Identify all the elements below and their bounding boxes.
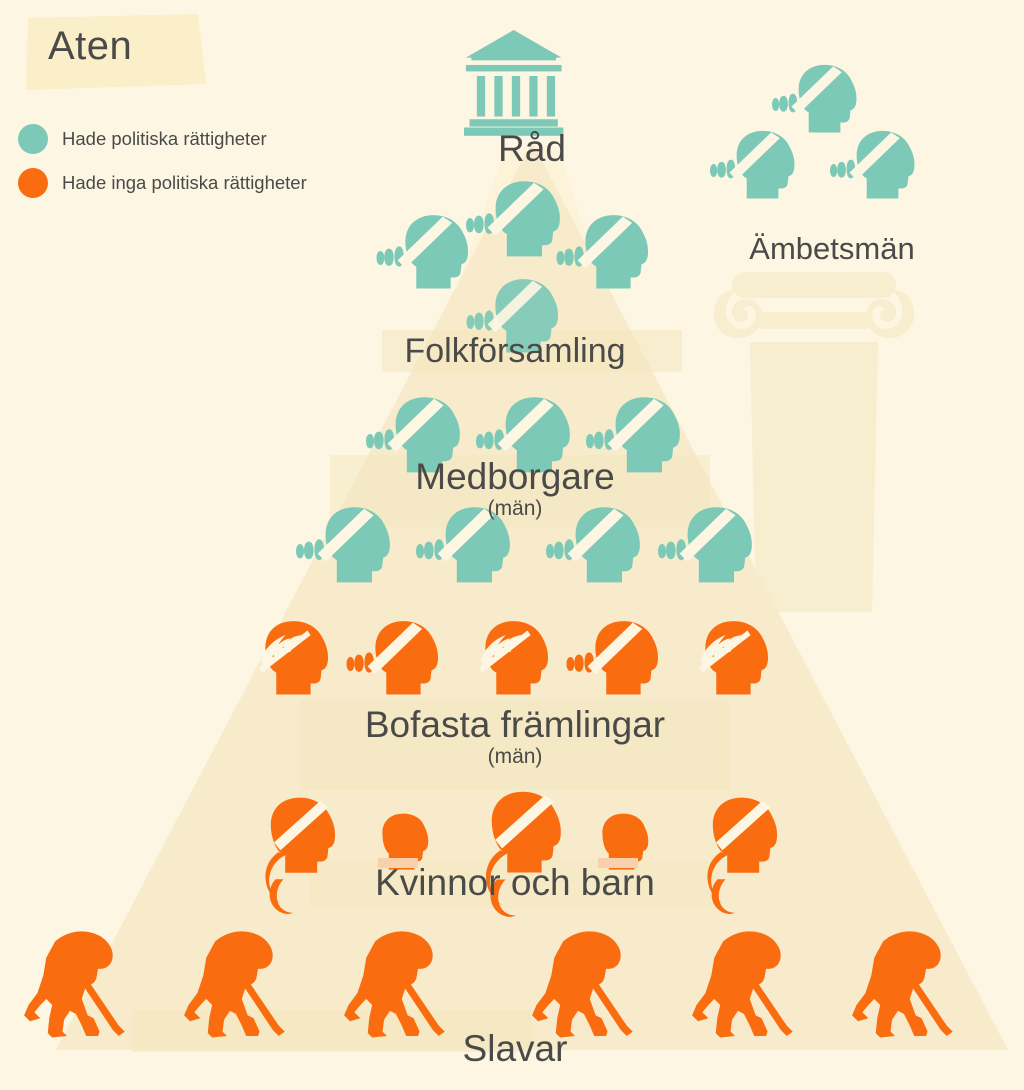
child-base-1 bbox=[378, 858, 418, 868]
child-base-2 bbox=[598, 858, 638, 868]
band-framlingar bbox=[300, 700, 730, 790]
teal-dot-icon bbox=[18, 124, 48, 154]
tier-figures-framlingar bbox=[259, 621, 769, 695]
legend-label-rights: Hade politiska rättigheter bbox=[62, 128, 267, 149]
legend-label-no-rights: Hade inga politiska rättigheter bbox=[62, 172, 307, 193]
orange-dot-icon bbox=[18, 168, 48, 198]
title-banner bbox=[26, 14, 206, 90]
tier-figures-kvinnor-barn bbox=[265, 791, 778, 917]
legend-item-no-rights: Hade inga politiska rättigheter bbox=[18, 168, 307, 198]
legend: Hade politiska rättigheter Hade inga pol… bbox=[18, 124, 307, 212]
legend-item-rights: Hade politiska rättigheter bbox=[18, 124, 307, 154]
